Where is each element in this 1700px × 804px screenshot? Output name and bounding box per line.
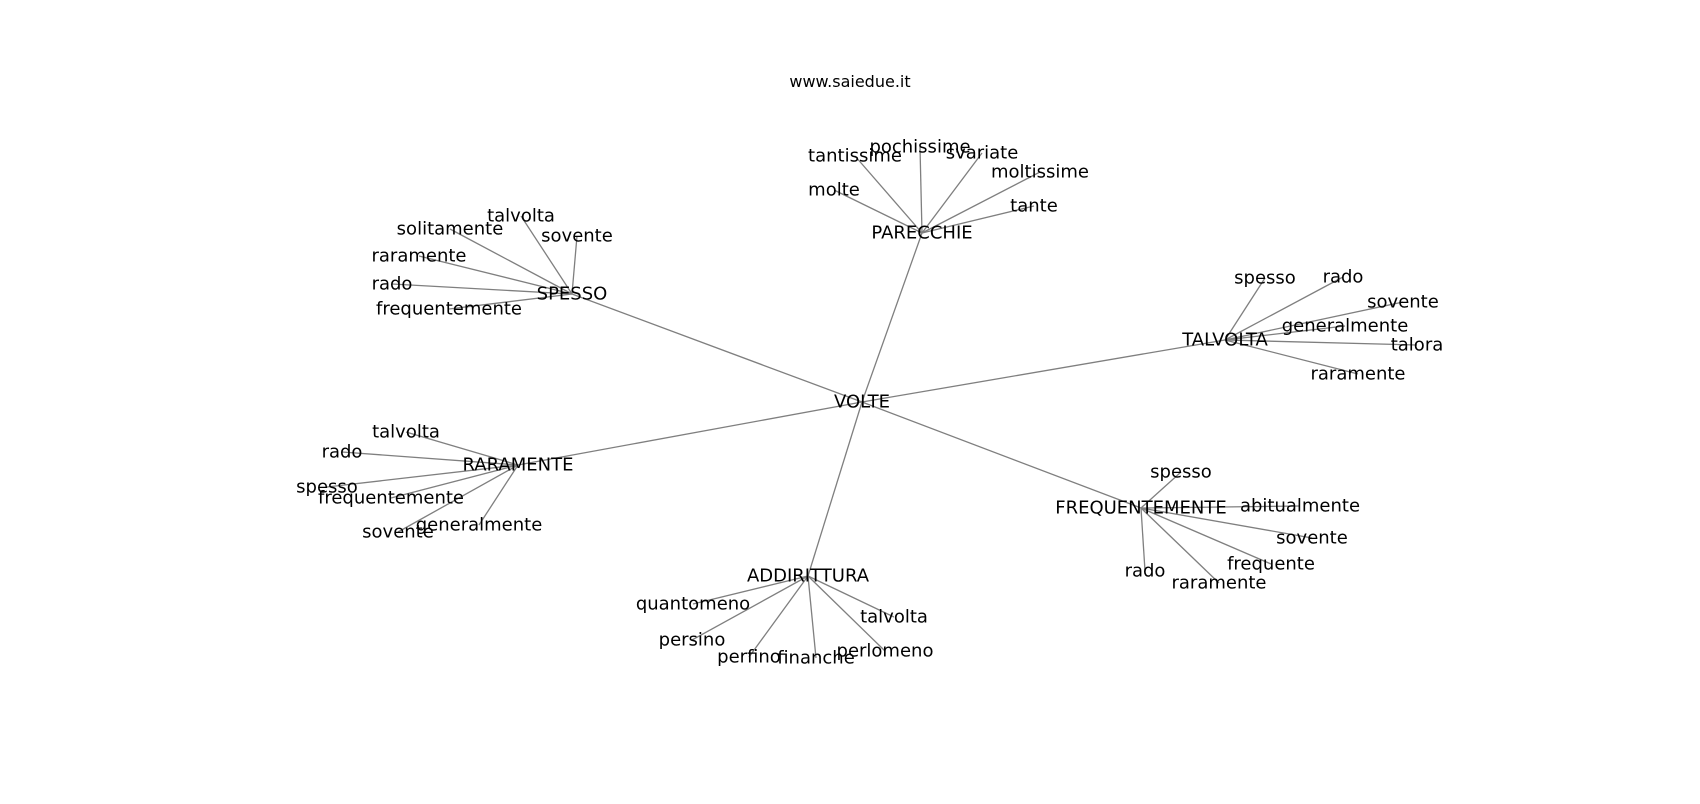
leaf-node-label: raramente [371, 246, 466, 267]
leaf-node-label: rado [372, 274, 413, 295]
leaf-node-label: sovente [1276, 528, 1348, 549]
leaf-node-label: sovente [1367, 292, 1439, 313]
edge-addirittura-quantomeno [692, 575, 809, 605]
edge-addirittura-finanche [807, 575, 817, 659]
edge-frequentemente-rado [1140, 507, 1146, 572]
edge-root-talvolta [861, 339, 1226, 403]
hub-node-label: FREQUENTEMENTE [1055, 498, 1227, 519]
leaf-node-label: talvolta [860, 607, 928, 628]
leaf-node-label: rado [1125, 561, 1166, 582]
edge-spesso-rado [391, 283, 573, 295]
edge-raramente-spesso [326, 464, 519, 488]
leaf-node-label: quantomeno [636, 594, 750, 615]
edge-frequentemente-sovente [1140, 507, 1313, 539]
hub-node-label: SPESSO [537, 284, 608, 305]
leaf-node-label: molte [808, 180, 860, 201]
leaf-node-label: solitamente [397, 219, 504, 240]
root-node-label: VOLTE [834, 392, 890, 413]
edge-parecchie-tantissime [854, 155, 923, 234]
edge-parecchie-tante [921, 205, 1035, 234]
leaf-node-label: frequentemente [318, 488, 464, 509]
leaf-node-label: frequente [1227, 554, 1315, 575]
leaf-node-label: persino [659, 630, 726, 651]
leaf-node-label: talora [1391, 335, 1444, 356]
hub-node-label: ADDIRITTURA [747, 566, 870, 587]
leaf-node-label: talvolta [487, 206, 555, 227]
edge-frequentemente-spesso [1140, 471, 1182, 509]
leaf-node-label: generalmente [1282, 316, 1409, 337]
edge-root-parecchie [861, 232, 923, 403]
edge-addirittura-talvolta [807, 575, 895, 618]
leaf-node-label: svariate [946, 143, 1019, 164]
edge-talvolta-raramente [1224, 339, 1359, 375]
leaf-node-label: sovente [541, 226, 613, 247]
leaf-node-label: perfino [717, 647, 781, 668]
leaf-node-label: raramente [1171, 573, 1266, 594]
leaf-node-label: rado [1323, 267, 1364, 288]
leaf-node-label: finanche [777, 648, 855, 669]
edge-parecchie-molte [833, 189, 923, 234]
edge-root-frequentemente [861, 401, 1142, 509]
edge-addirittura-persino [691, 575, 809, 641]
edge-frequentemente-frequente [1140, 507, 1272, 565]
edge-talvolta-sovente [1224, 301, 1404, 341]
edge-spesso-talvolta [520, 215, 573, 295]
edge-talvolta-spesso [1224, 277, 1266, 341]
edge-parecchie-moltissime [921, 171, 1041, 234]
edge-raramente-sovente [397, 464, 519, 533]
leaf-node-label: perlomeno [837, 641, 934, 662]
leaf-node-label: generalmente [416, 515, 543, 536]
leaf-node-label: frequentemente [376, 299, 522, 320]
leaf-node-label: sovente [362, 522, 434, 543]
edge-addirittura-perlomeno [807, 575, 886, 652]
edge-root-addirittura [807, 401, 863, 577]
hub-node-label: TALVOLTA [1181, 330, 1268, 351]
edge-raramente-rado [341, 451, 519, 466]
edge-frequentemente-abitualmente [1140, 505, 1301, 509]
edge-parecchie-pochissime [919, 146, 923, 234]
leaf-node-label: spesso [1150, 462, 1212, 483]
leaf-node-label: tantissime [808, 146, 902, 167]
hub-node-label: PARECCHIE [871, 223, 972, 244]
edge-addirittura-perfino [748, 575, 809, 658]
edge-talvolta-talora [1224, 339, 1418, 346]
edge-spesso-raramente [418, 255, 573, 295]
leaf-node-label: pochissime [869, 137, 970, 158]
edge-parecchie-svariate [921, 152, 983, 234]
edge-talvolta-rado [1224, 276, 1344, 341]
leaf-node-label: tante [1010, 196, 1058, 217]
edge-frequentemente-raramente [1140, 507, 1220, 584]
edge-spesso-frequentemente [448, 293, 573, 310]
edge-raramente-talvolta [405, 431, 519, 466]
edge-root-spesso [571, 293, 863, 403]
leaf-node-label: talvolta [372, 422, 440, 443]
edge-root-raramente [517, 401, 863, 466]
leaf-node-label: moltissime [991, 162, 1089, 183]
edge-raramente-generalmente [478, 464, 519, 526]
leaf-node-label: spesso [296, 477, 358, 498]
site-title: www.saiedue.it [789, 72, 911, 91]
edge-raramente-frequentemente [390, 464, 519, 499]
edge-spesso-solitamente [449, 228, 573, 295]
leaf-node-label: abitualmente [1240, 496, 1360, 517]
leaf-node-label: rado [322, 442, 363, 463]
edge-spesso-sovente [571, 235, 578, 295]
leaf-node-label: spesso [1234, 268, 1296, 289]
edge-talvolta-generalmente [1224, 325, 1346, 341]
hub-node-label: RARAMENTE [463, 455, 574, 476]
leaf-node-label: raramente [1310, 364, 1405, 385]
